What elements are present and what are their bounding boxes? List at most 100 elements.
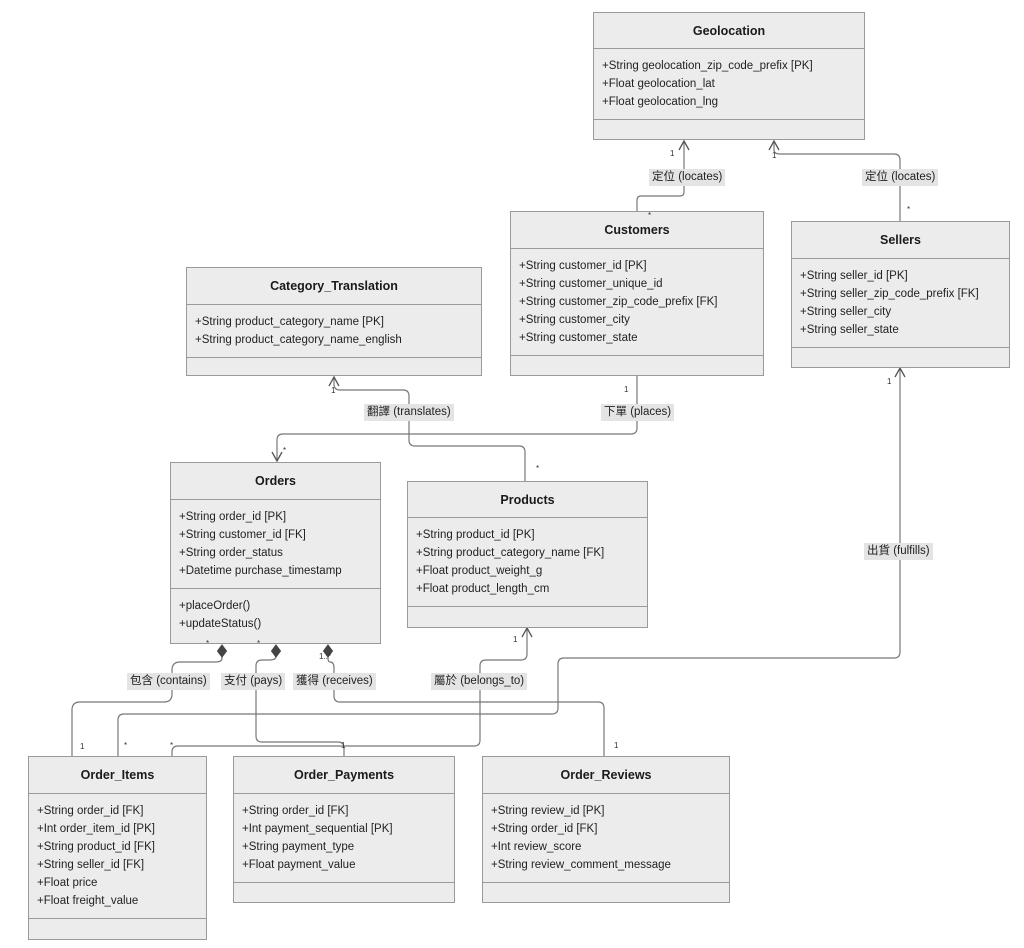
attribute: +Float payment_value [242,859,356,871]
relation-line-customers-orders [276,376,638,461]
class-title: Sellers [792,222,1009,259]
class-customers: Customers+String customer_id [PK]+String… [510,211,764,376]
relation-label-orders-items: 包含 (contains) [127,673,210,690]
attribute: +String order_id [FK] [37,805,144,817]
attribute: +Datetime purchase_timestamp [179,565,342,577]
arrowhead [328,375,340,387]
methods-section [408,607,647,615]
class-order-payments: Order_Payments+String order_id [FK]+Int … [233,756,455,903]
attribute: +Float geolocation_lng [602,96,719,108]
multiplicity: * [536,464,540,473]
attribute: +String seller_zip_code_prefix [FK] [800,288,979,300]
attribute: +String seller_city [800,306,892,318]
arrowhead [768,139,780,151]
attribute: +String product_category_name [FK] [416,547,605,559]
attribute: +String product_category_name_english [195,334,402,346]
multiplicity: 1 [341,741,346,750]
arrowhead [521,626,533,638]
multiplicity: * [283,446,287,455]
multiplicity: * [907,205,911,214]
attribute: +String seller_id [FK] [37,859,145,871]
multiplicity: 1 [331,386,336,395]
multiplicity: 1..* [319,652,332,661]
multiplicity: * [206,639,210,648]
attributes-section: +String review_id [PK]+String order_id [… [483,794,729,883]
attribute: +String customer_city [519,314,630,326]
methods-section: +placeOrder() +updateStatus() [171,589,380,633]
attributes-section: +String geolocation_zip_code_prefix [PK]… [594,49,864,120]
class-geolocation: Geolocation+String geolocation_zip_code_… [593,12,865,140]
relation-line-customers-geolocation [636,141,685,211]
attribute: +String payment_type [242,841,355,853]
attribute: +Int payment_sequential [PK] [242,823,393,835]
relation-line-items-products [171,628,528,756]
attribute: +Int order_item_id [PK] [37,823,155,835]
arrowhead [894,366,906,378]
multiplicity: 1 [624,385,629,394]
multiplicity: 1 [670,149,675,158]
class-products: Products+String product_id [PK]+String p… [407,481,648,628]
attributes-section: +String product_id [PK] +String product_c… [408,518,647,607]
relation-line-orders-items [71,652,223,756]
class-orders: Orders+String order_id [PK]+String custo… [170,462,381,644]
attribute: +String seller_state [800,324,899,336]
multiplicity: 1 [887,377,892,386]
relation-label-items-sellers: 出貨 (fulfills) [864,543,933,560]
class-title: Orders [171,463,380,500]
attribute: +String review_comment_message [491,859,671,871]
class-order-reviews: Order_Reviews+String review_id [PK]+Stri… [482,756,730,903]
attribute: +Float product_length_cm [416,583,550,595]
class-title: Customers [511,212,763,249]
multiplicity: * [124,741,128,750]
multiplicity: 1 [80,742,85,751]
methods-section [29,919,206,927]
methods-section [792,348,1009,356]
method: +placeOrder() [179,600,251,612]
attribute: +String product_category_name [PK] [195,316,384,328]
methods-section [483,883,729,891]
relation-label-orders-payments: 支付 (pays) [221,673,286,690]
arrowhead [271,451,283,463]
attributes-section: +String customer_id [PK] +String customer… [511,249,763,356]
attribute: +String customer_unique_id [519,278,663,290]
relation-label-sellers-geolocation: 定位 (locates) [862,169,939,186]
class-title: Order_Items [29,757,206,794]
attribute: +Float price [37,877,98,889]
composition-diamond [216,644,228,658]
attribute: +Int review_score [491,841,582,853]
relation-label-customers-orders: 下單 (places) [601,404,675,421]
class-order-items: Order_Items +String order_id [FK] +Int ord… [28,756,207,940]
class-sellers: Sellers+String seller_id [PK]+String sel… [791,221,1010,368]
methods-section [594,120,864,128]
attribute: +Float geolocation_lat [602,78,715,90]
multiplicity: 1 [513,635,518,644]
method: +updateStatus() [179,618,262,630]
attributes-section: +String order_id [FK]+Int payment_sequen… [234,794,454,883]
attributes-section: +String order_id [PK]+String customer_id… [171,500,380,589]
relation-label-orders-reviews: 獲得 (receives) [293,673,376,690]
attribute: +String customer_id [PK] [519,260,647,272]
multiplicity: * [648,211,652,220]
class-title: Products [408,482,647,518]
relation-line-items-sellers [117,368,901,756]
class-title: Order_Payments [234,757,454,794]
relation-line-orders-reviews [327,652,605,756]
attribute: +String order_status [179,547,283,559]
attribute: +Float product_weight_g [416,565,543,577]
attribute: +String geolocation_zip_code_prefix [PK] [602,60,813,72]
attribute: +String order_id [FK] [491,823,598,835]
class-category-translation: Category_Translation+String product_cate… [186,267,482,376]
attribute: +String product_id [PK] [416,529,535,541]
attribute: +Float freight_value [37,895,139,907]
multiplicity: * [257,639,261,648]
methods-section [511,356,763,364]
attribute: +String customer_zip_code_prefix [FK] [519,296,718,308]
attribute: +String customer_state [519,332,638,344]
arrowhead [678,139,690,151]
composition-diamond [322,644,334,658]
attributes-section: +String product_category_name [PK] +Strin… [187,305,481,358]
relation-line-sellers-geolocation [773,141,901,221]
class-title: Geolocation [594,13,864,49]
composition-diamond [270,644,282,658]
